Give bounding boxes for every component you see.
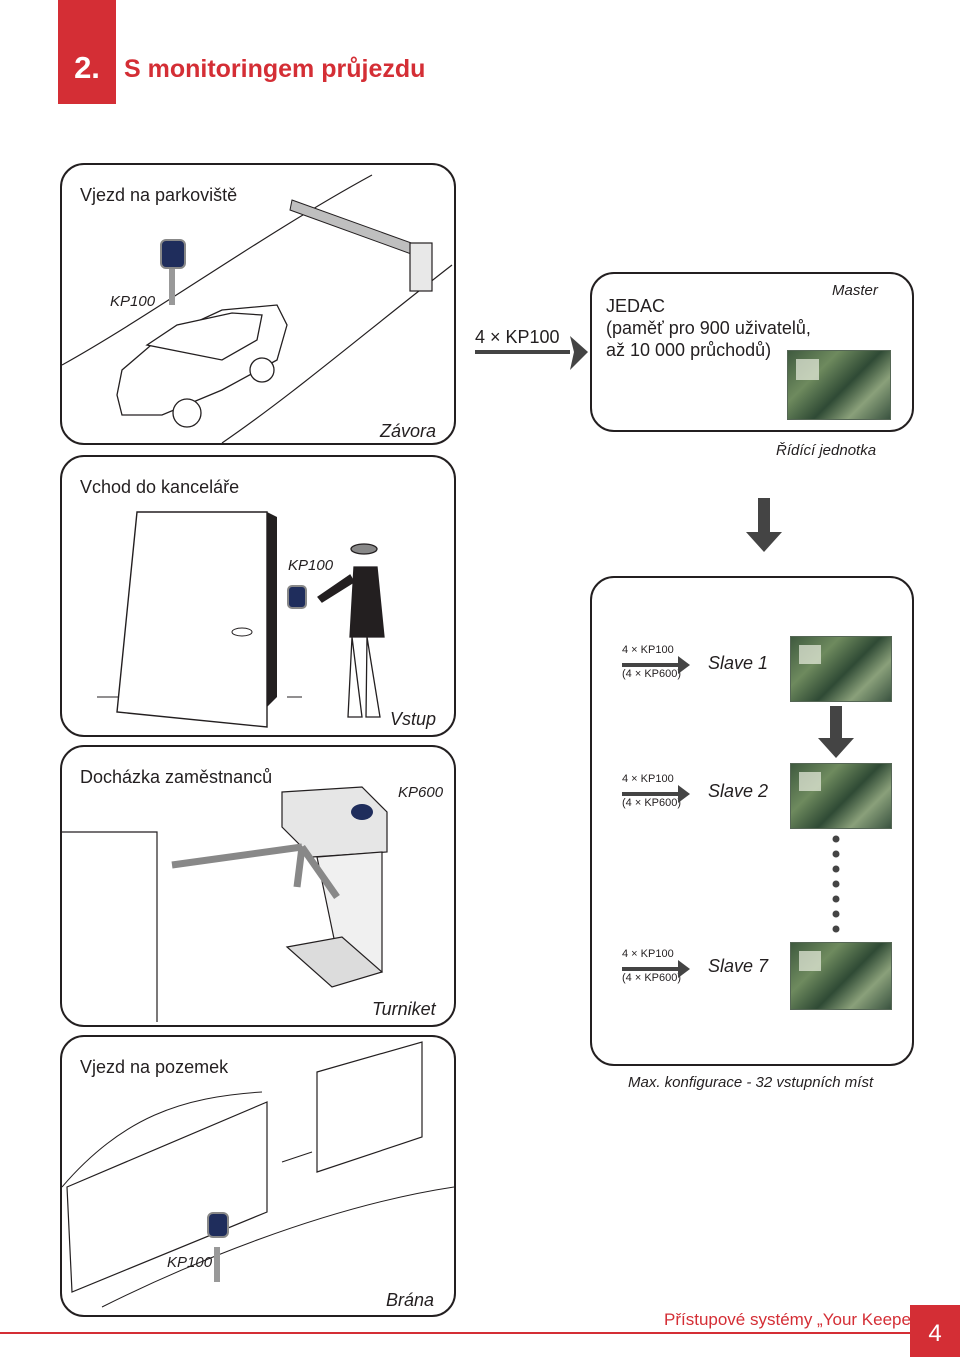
slave-input-2: (4 × KP600) [622, 668, 682, 680]
slave-input-1: 4 × KP100 [622, 644, 674, 656]
panel-title: Vjezd na parkoviště [80, 185, 238, 205]
slave-label: Slave 2 [708, 781, 769, 801]
reader-kp100-icon [160, 239, 186, 269]
reader-label: KP100 [288, 557, 334, 574]
slave-down-arrow [818, 706, 854, 758]
slave-board-image [790, 763, 892, 829]
slave-board-image [790, 942, 892, 1010]
master-input-label: 4 × KP100 [475, 327, 560, 347]
turnstile-illustration [62, 786, 388, 1022]
input-arrow [475, 336, 588, 370]
master-label: Master [832, 282, 878, 299]
slave-label: Slave 7 [708, 956, 769, 976]
section-number-box: 2. [58, 0, 116, 104]
panel-title: Vchod do kanceláře [80, 477, 240, 497]
master-caption: Řídící jednotka [776, 442, 877, 459]
panel-caption: Turniket [372, 999, 436, 1019]
panel-title: Vjezd na pozemek [80, 1057, 229, 1077]
gate-illustration [62, 1041, 454, 1308]
reader-kp100-icon [207, 1212, 229, 1238]
section-number: 2. [74, 50, 100, 85]
slave-arrow [622, 785, 690, 803]
panel-office: Vchod do kanceláře KP100 Vstup [60, 455, 456, 737]
page-number: 4 [910, 1305, 960, 1357]
panel-parking: Vjezd na parkoviště KP100 Závora [60, 163, 456, 445]
down-arrow [746, 498, 782, 552]
slave-label: Slave 1 [708, 653, 769, 673]
jedac-line-1: JEDAC [606, 296, 666, 316]
section-title: S monitoringem průjezdu [124, 55, 426, 83]
panel-caption: Závora [380, 421, 437, 441]
reader-kp100-icon [287, 585, 307, 609]
reader-label: KP600 [398, 784, 444, 801]
slave-input-2: (4 × KP600) [622, 972, 682, 984]
reader-label: KP100 [110, 293, 156, 310]
panel-estate: Vjezd na pozemek KP100 Brána [60, 1035, 456, 1317]
slave-input-2: (4 × KP600) [622, 797, 682, 809]
reader-label: KP100 [167, 1254, 213, 1271]
man-drawing [317, 543, 385, 718]
footer-rule [0, 1332, 910, 1334]
jedac-line-2: (paměť pro 900 uživatelů, [606, 318, 811, 338]
max-configuration-note: Max. konfigurace - 32 vstupních míst [628, 1074, 874, 1091]
panel-caption: Vstup [390, 709, 437, 729]
master-board-image [787, 350, 891, 420]
panel-title: Docházka zaměstnanců [80, 767, 273, 787]
master-box: Master JEDAC (paměť pro 900 uživatelů, a… [590, 272, 914, 432]
slave-arrow [622, 960, 690, 978]
continuation-dots [832, 835, 840, 933]
slave-box: 4 × KP100 (4 × KP600) Slave 1 4 × KP100 … [590, 576, 914, 1066]
office-illustration [97, 511, 385, 728]
slave-input-1: 4 × KP100 [622, 948, 674, 960]
panel-caption: Brána [386, 1290, 435, 1310]
slave-input-1: 4 × KP100 [622, 773, 674, 785]
footer-text: Přístupové systémy „Your Keeper” [664, 1310, 923, 1329]
slave-arrow [622, 656, 690, 674]
jedac-line-3: až 10 000 průchodů) [606, 340, 772, 360]
slave-board-image [790, 636, 892, 702]
panel-attendance: Docházka zaměstnanců KP600 Turniket [60, 745, 456, 1027]
car-drawing [116, 304, 288, 428]
